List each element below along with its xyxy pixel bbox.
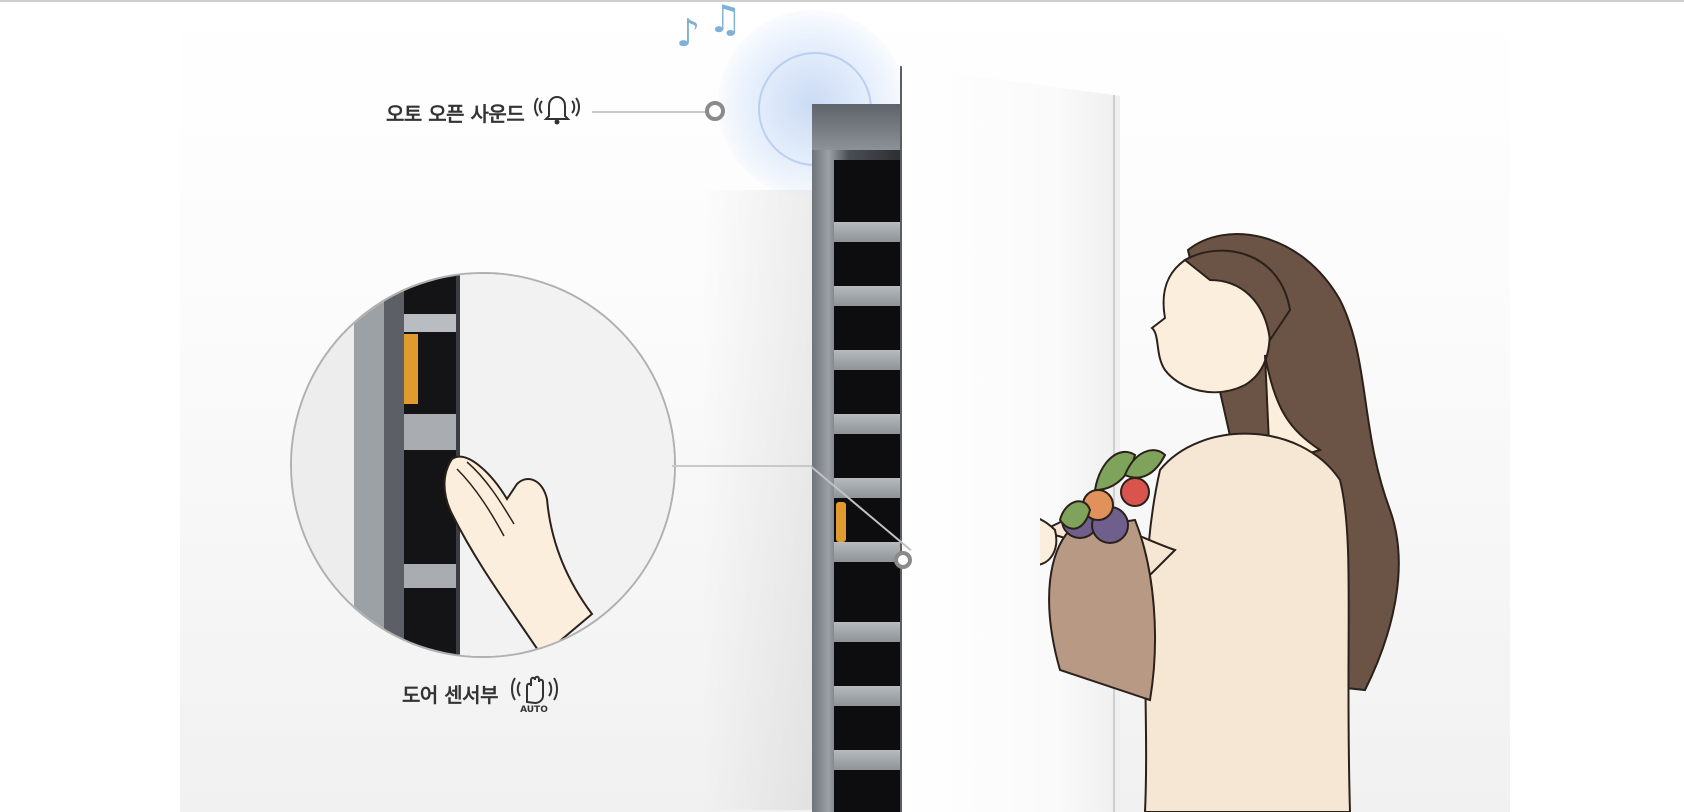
fridge-shelf xyxy=(834,222,902,242)
callout-label: 도어 센서부 xyxy=(402,683,498,707)
fridge-top-frame xyxy=(812,104,904,150)
fridge-shelf xyxy=(834,350,902,370)
bell-ringing-icon xyxy=(534,92,581,132)
fridge-door xyxy=(900,66,1120,812)
fridge-shelf xyxy=(834,414,902,434)
door-sensor-callout: 도어 센서부 AUTO xyxy=(402,672,560,715)
fridge-door-edge xyxy=(1113,95,1115,812)
wall-shadow xyxy=(700,190,820,810)
woman-illustration xyxy=(1040,233,1400,812)
fridge-shelf xyxy=(834,286,902,306)
door-sensor-zoom-view xyxy=(290,272,676,658)
hand-wave-icon: AUTO xyxy=(508,672,560,715)
auto-open-sound-callout: 오토 오픈 사운드 xyxy=(386,92,581,132)
auto-caption: AUTO xyxy=(520,705,548,715)
door-sensor-marker xyxy=(894,551,912,569)
fridge-shelf xyxy=(834,686,902,706)
callout-label: 오토 오픈 사운드 xyxy=(386,101,525,126)
fridge-shelf xyxy=(834,622,902,642)
fridge-shelf xyxy=(834,750,902,770)
zoom-detail-illustration xyxy=(292,274,674,656)
music-note-icon: ♫ xyxy=(708,0,743,41)
interior-light xyxy=(836,502,846,542)
zoom-leader-line xyxy=(672,465,812,467)
sound-leader-line xyxy=(592,111,706,113)
sound-marker xyxy=(705,101,725,121)
music-note-icon: ♪ xyxy=(676,11,701,55)
top-divider xyxy=(0,0,1684,2)
fridge-shelf xyxy=(834,542,902,562)
fridge-shelf xyxy=(834,478,902,498)
